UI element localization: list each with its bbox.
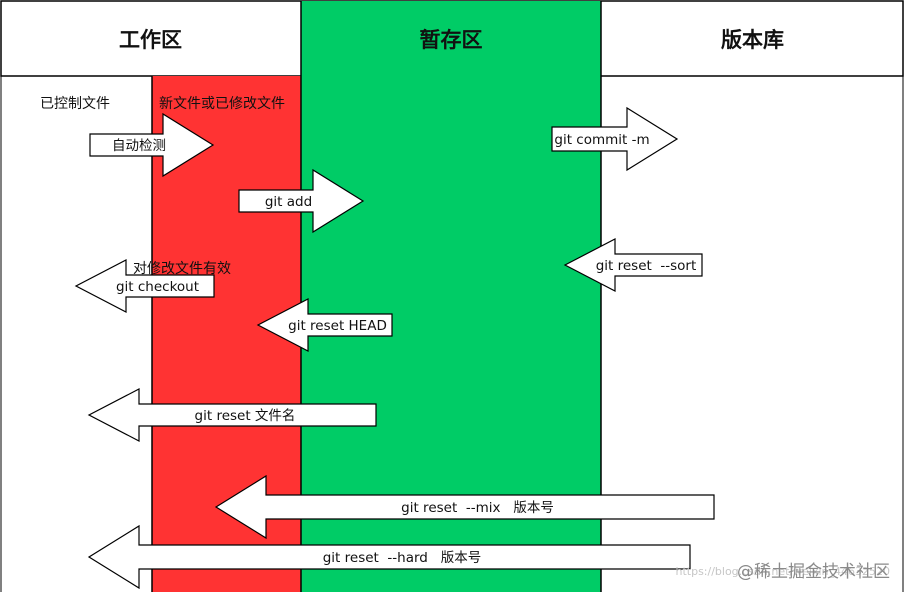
modified-only-label: 对修改文件有效 bbox=[133, 261, 231, 277]
arrow-label: git reset 文件名 bbox=[195, 408, 296, 424]
flow-arrow-left bbox=[87, 524, 691, 590]
arrow-label: git reset --sort bbox=[596, 258, 697, 274]
faint-url-watermark: https://blog.csdn.net/weixin_44632520 bbox=[675, 565, 890, 578]
staging-header-fill bbox=[301, 1, 601, 76]
arrow-label: git add bbox=[265, 194, 312, 210]
arrow-label: git reset HEAD bbox=[288, 318, 387, 334]
flow-arrow-left bbox=[214, 474, 715, 540]
flow-arrow-right bbox=[89, 112, 215, 178]
arrow-label: git reset --hard 版本号 bbox=[323, 550, 482, 566]
flow-arrow-right bbox=[551, 106, 679, 172]
arrow-label: git commit -m bbox=[554, 132, 649, 148]
arrow-label: git checkout bbox=[116, 279, 199, 295]
flow-arrow-left bbox=[256, 298, 393, 352]
flow-arrow-left bbox=[74, 259, 215, 313]
watermark: @稀土掘金技术社区 bbox=[737, 562, 890, 582]
repository-header: 版本库 bbox=[721, 26, 784, 52]
staging-header: 暂存区 bbox=[419, 26, 483, 52]
flow-arrow-right bbox=[238, 168, 365, 234]
flow-arrow-left bbox=[563, 238, 703, 292]
workspace-header: 工作区 bbox=[119, 26, 182, 52]
arrow-label: 自动检测 bbox=[112, 138, 166, 154]
flow-arrow-left bbox=[87, 388, 377, 442]
new-or-modified-label: 新文件或已修改文件 bbox=[159, 96, 285, 112]
arrow-label: git reset --mix 版本号 bbox=[401, 500, 554, 516]
tracked-files-label: 已控制文件 bbox=[40, 96, 110, 112]
